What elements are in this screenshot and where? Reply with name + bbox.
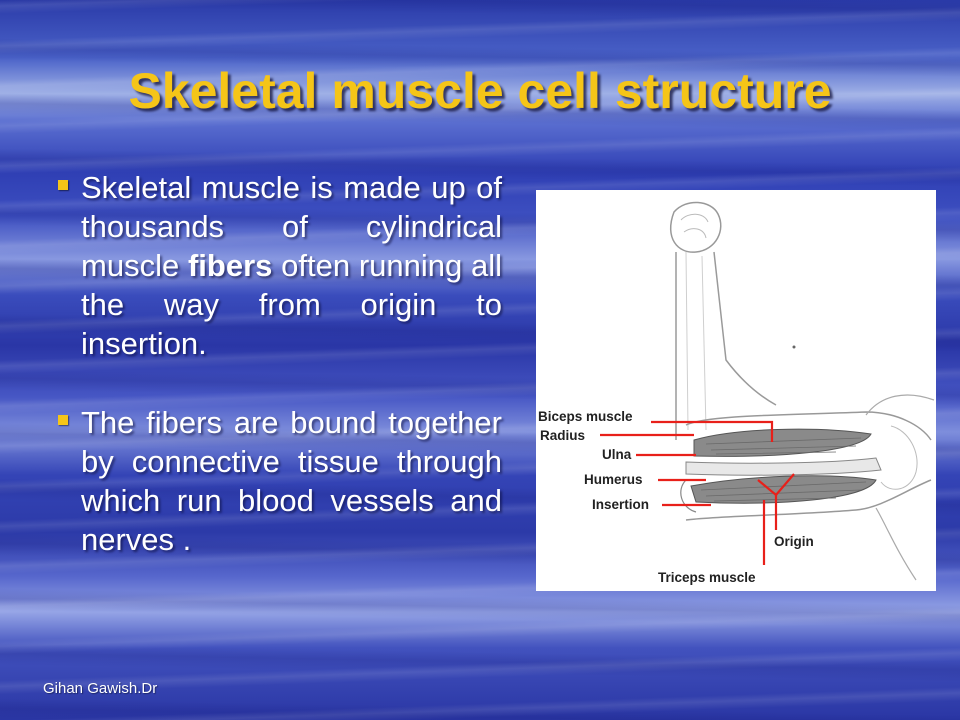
label-origin: Origin [774, 534, 814, 549]
slide-title: Skeletal muscle cell structure [128, 63, 832, 119]
label-triceps-muscle: Triceps muscle [658, 570, 756, 585]
label-ulna: Ulna [602, 447, 632, 462]
label-biceps-muscle: Biceps muscle [538, 409, 633, 424]
forearm-outline [675, 251, 777, 440]
label-radius: Radius [540, 428, 585, 443]
origin-leader [757, 473, 795, 530]
bullet-2-text: The fibers are bound together by connect… [81, 405, 502, 557]
bullet-list: Skeletal muscle is made up of thousands … [58, 168, 502, 559]
bullet-square-icon [58, 415, 68, 425]
bullet-item-1: Skeletal muscle is made up of thousands … [58, 168, 502, 363]
biceps-leader [651, 420, 774, 442]
shoulder-joint [880, 425, 918, 490]
label-humerus: Humerus [584, 472, 643, 487]
forearm-bones [685, 251, 707, 431]
fist-outline [669, 201, 722, 253]
finger-lines [680, 213, 709, 239]
bullet-1-text-end: often running all the way from origin to… [81, 248, 503, 361]
bullet-1-bold-term: fibers [187, 248, 273, 283]
arm-muscle-diagram: Biceps muscle Radius Ulna Humerus Insert… [536, 190, 936, 591]
elbow-outline [680, 479, 697, 513]
bullet-1-text: Skeletal muscle is made up of thousands … [81, 170, 502, 283]
triceps-muscle-shape [690, 475, 877, 504]
stray-dot [792, 345, 796, 349]
biceps-muscle-shape [693, 428, 872, 457]
upper-arm-top [685, 411, 932, 441]
humerus-bone [685, 457, 882, 476]
shoulder-outline [865, 394, 935, 581]
leader-lines [600, 420, 795, 565]
arm-anatomy-illustration: Biceps muscle Radius Ulna Humerus Insert… [538, 201, 935, 585]
slide-footer: Gihan Gawish.Dr [43, 680, 158, 697]
label-insertion: Insertion [592, 497, 649, 512]
upper-arm-bottom [685, 479, 932, 521]
biceps-fibers [705, 437, 862, 455]
bullet-item-2: The fibers are bound together by connect… [58, 403, 502, 559]
bullet-square-icon [58, 180, 68, 190]
